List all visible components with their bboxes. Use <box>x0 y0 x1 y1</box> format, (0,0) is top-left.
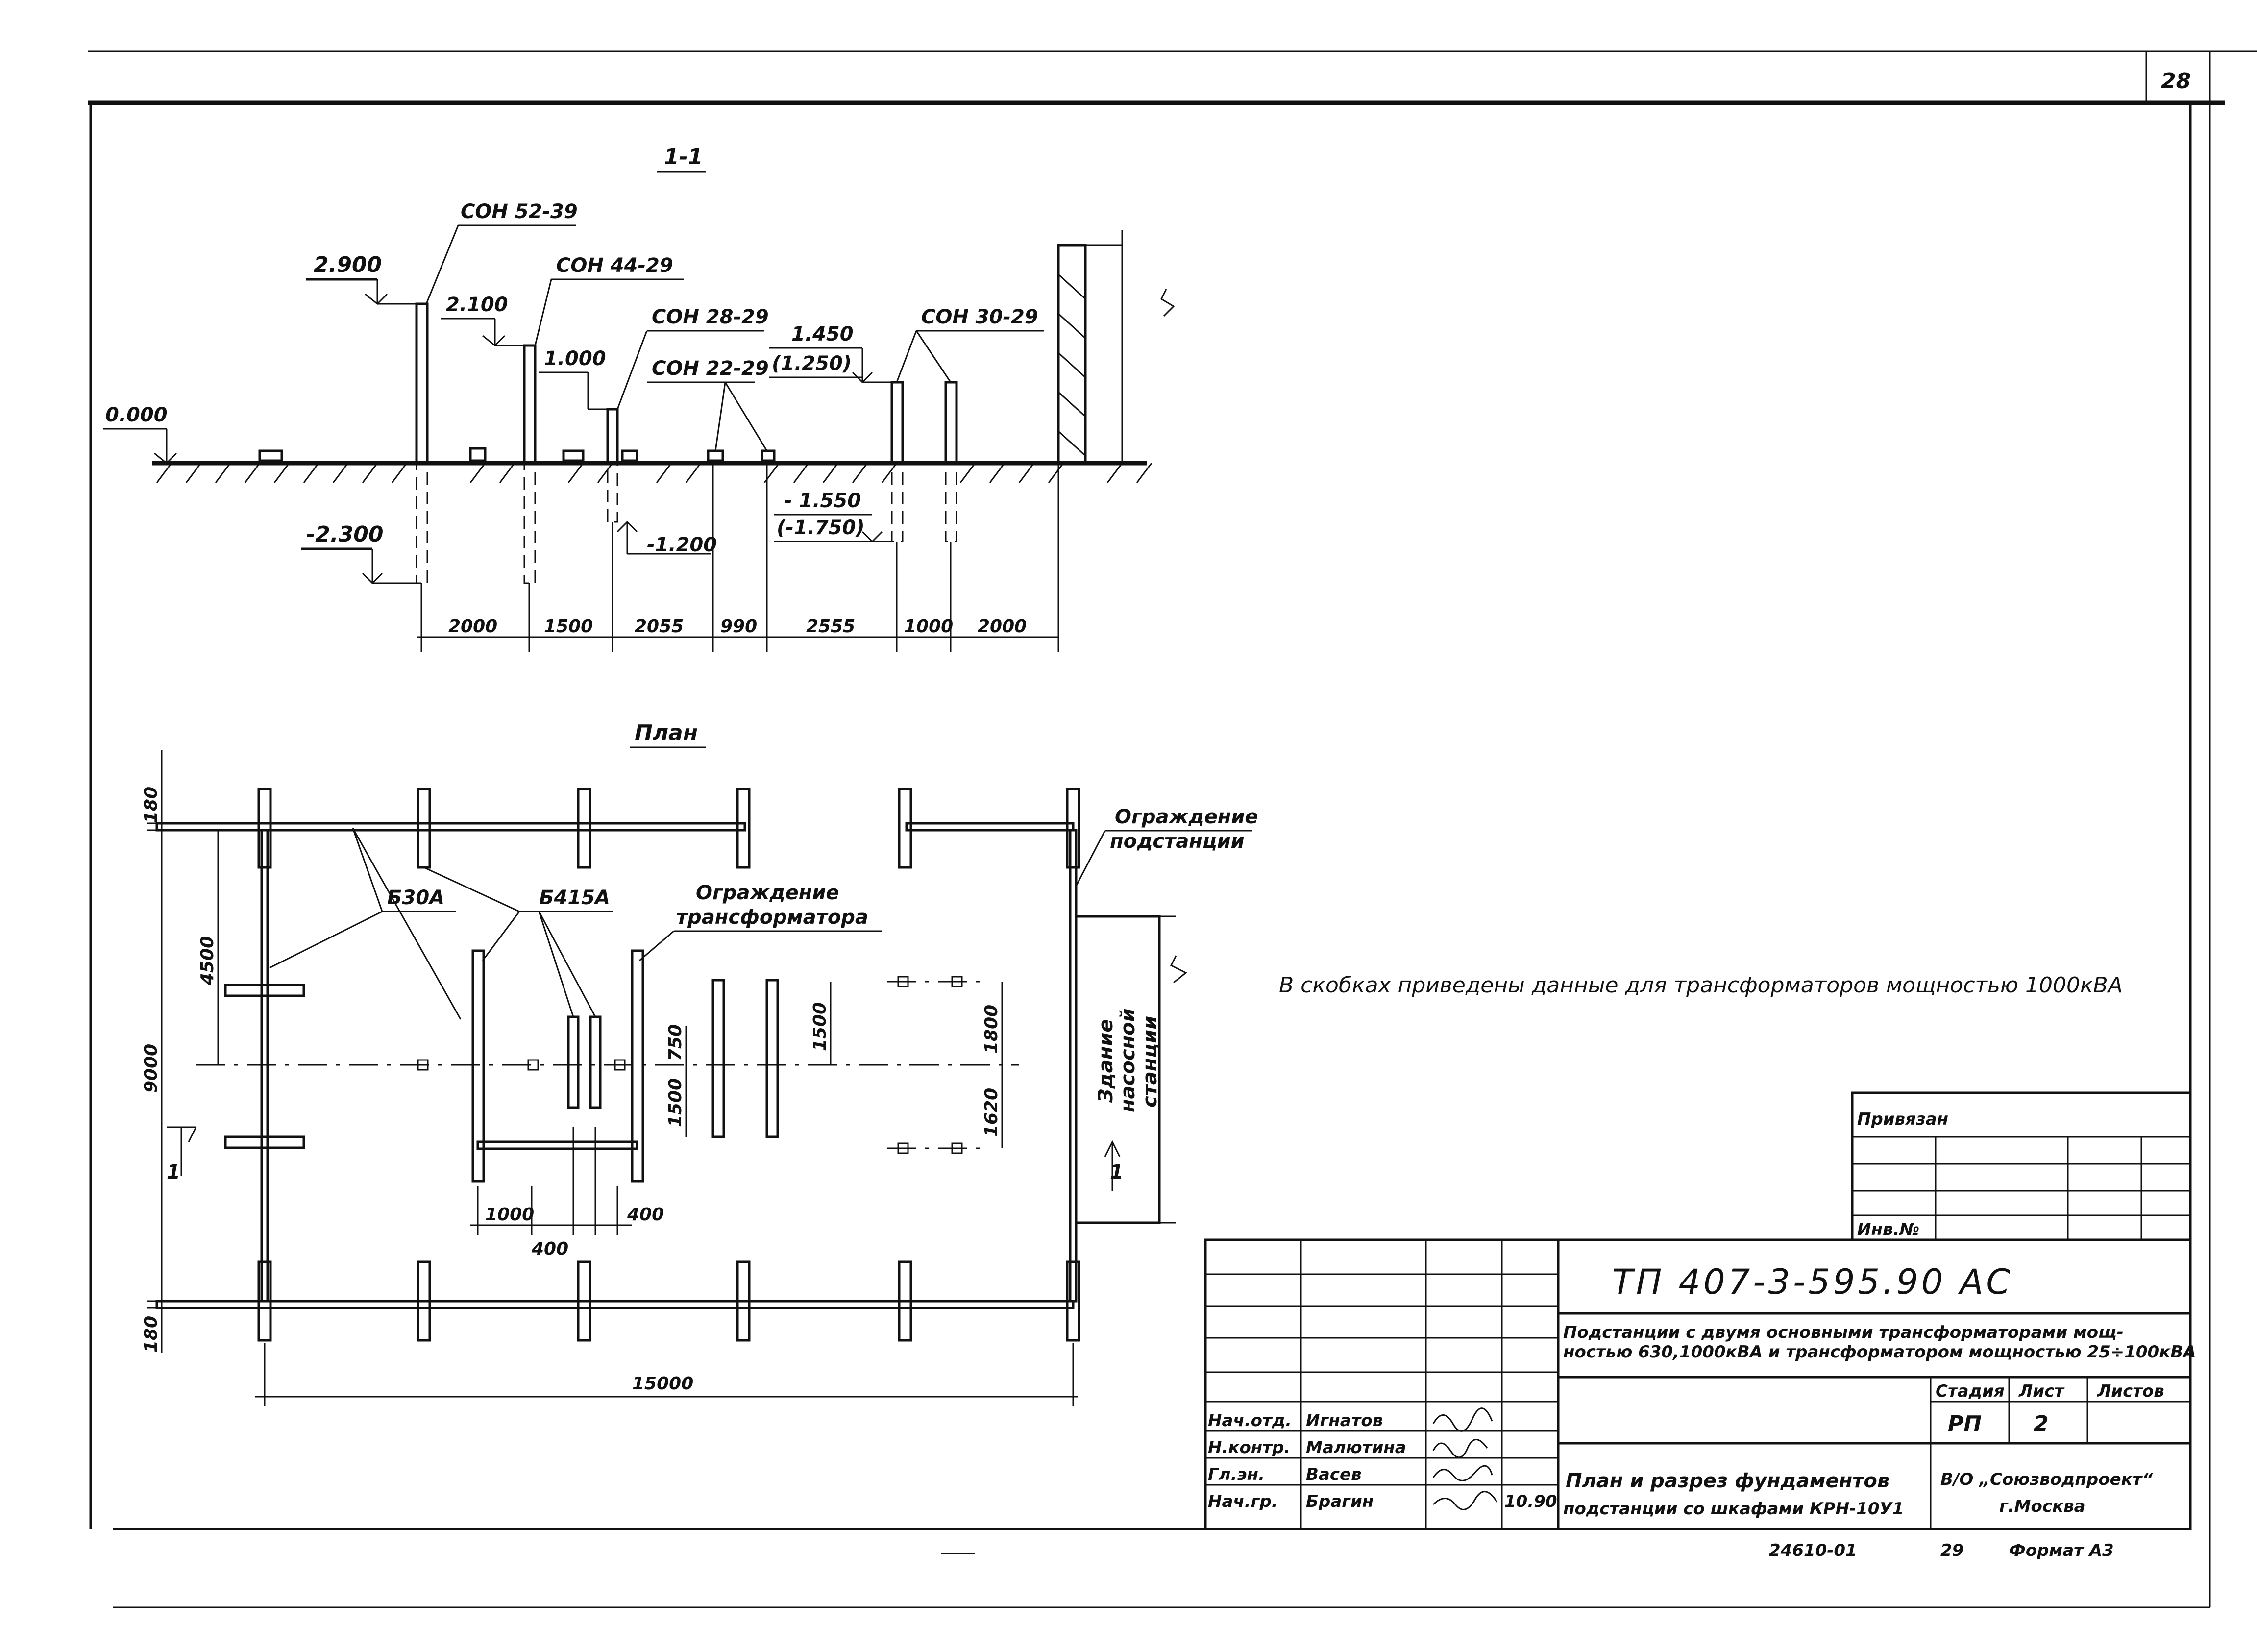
section-dimension-chain: 2000 1500 2055 990 2555 1000 2000 <box>417 463 1059 652</box>
mark-son22: СОН 22-29 <box>652 357 769 380</box>
description-line-1: Подстанции с двумя основными трансформат… <box>1563 1323 2124 1342</box>
binding-label: Привязан <box>1857 1110 1948 1129</box>
drawing-title-1: План и разрез фундаментов <box>1566 1470 1889 1492</box>
plan-dim-15000: 15000 <box>632 1374 693 1394</box>
role-1: Нач.отд. <box>1208 1411 1292 1430</box>
level-0000: 0.000 <box>105 404 168 426</box>
plan-perimeter-posts <box>224 788 1080 1342</box>
section-dim-4: 990 <box>720 616 757 637</box>
mark-son30: СОН 30-29 <box>921 306 1038 328</box>
label-fence-substation-2: подстанции <box>1110 830 1245 853</box>
plan-top-beam-right <box>905 822 1075 832</box>
name-3: Васев <box>1306 1465 1362 1484</box>
plan-leader-labels: Б30А Б415А Ограждение трансформатора Огр… <box>269 806 1258 1020</box>
organization-city: г.Москва <box>1999 1497 2085 1516</box>
sheets-label: Листов <box>2097 1381 2164 1401</box>
section-dim-5: 2555 <box>806 616 855 637</box>
mark-son52: СОН 52-39 <box>461 200 578 223</box>
section-building-wall <box>1057 230 1175 465</box>
plan-dim-bottom: 180 <box>141 1316 161 1353</box>
paper-format: Формат А3 <box>2009 1541 2114 1560</box>
section-dim-2: 1500 <box>544 616 593 637</box>
plan-dim-1000: 1000 <box>485 1205 534 1225</box>
document-code: ТП 407-3-595.90 АС <box>1612 1262 2013 1302</box>
level-1450: 1.450 <box>791 323 854 345</box>
label-fence-transformer-2: трансформатора <box>676 906 868 929</box>
signatures <box>1432 1407 1498 1510</box>
title-block: Привязан Инв.№ ТП 407-3-595.90 АС Подста… <box>1204 1091 2196 1530</box>
sheet-value: 2 <box>2034 1411 2049 1436</box>
document-number: 24610-01 <box>1769 1541 1857 1560</box>
sheet-frame <box>88 50 2257 1608</box>
plan-bottom-beam <box>155 1300 1075 1309</box>
stage-value: РП <box>1948 1411 1982 1436</box>
description-line-2: ностью 630,1000кВА и трансформатором мощ… <box>1563 1342 2196 1362</box>
label-fence-substation-1: Ограждение <box>1115 806 1258 828</box>
level-m1200: -1.200 <box>647 534 717 556</box>
plan-dim-750: 750 <box>665 1024 686 1061</box>
section-dim-1: 2000 <box>448 616 497 637</box>
building-label-2: насосной <box>1117 1008 1139 1112</box>
section-dim-7: 2000 <box>978 616 1027 637</box>
level-1250: (1.250) <box>772 352 852 375</box>
plan-title: План <box>635 720 698 745</box>
plan-dimensions: 180 9000 180 4500 1500 1800 1620 750 150… <box>141 750 1078 1406</box>
mark-son28: СОН 28-29 <box>652 306 769 328</box>
plan-dim-1620: 1620 <box>981 1088 1002 1137</box>
stage-label: Стадия <box>1936 1381 2005 1401</box>
sheet-label: Лист <box>2018 1381 2065 1401</box>
section-posts <box>258 302 958 584</box>
inventory-label: Инв.№ <box>1857 1220 1919 1239</box>
copy-number: 29 <box>1940 1541 1963 1560</box>
ground-hatching <box>156 463 1153 483</box>
level-2900: 2.900 <box>314 252 382 277</box>
level-1000: 1.000 <box>544 347 606 370</box>
mark-son44: СОН 44-29 <box>556 254 673 277</box>
name-4: Брагин <box>1306 1492 1374 1511</box>
building-label-1: Здание <box>1095 1019 1117 1103</box>
section-mark-labels: СОН 52-39 СОН 44-29 СОН 28-29 СОН 22-29 … <box>425 200 1044 451</box>
label-b415a: Б415А <box>539 887 610 909</box>
transformer-note: В скобках приведены данные для трансформ… <box>1279 973 2123 998</box>
level-m1550: - 1.550 <box>784 490 861 512</box>
label-fence-transformer-1: Ограждение <box>696 882 839 904</box>
section-mark-left: 1 <box>167 1161 180 1184</box>
section-dim-3: 2055 <box>635 616 684 637</box>
role-2: Н.контр. <box>1208 1438 1290 1457</box>
level-m2300: -2.300 <box>306 522 383 547</box>
plan-dim-top: 180 <box>141 787 161 823</box>
name-1: Игнатов <box>1306 1411 1383 1430</box>
level-m1750: (-1.750) <box>777 517 865 539</box>
plan-top-beam-left <box>155 822 746 832</box>
role-3: Гл.эн. <box>1208 1465 1265 1484</box>
plan-dim-height: 9000 <box>141 1044 161 1093</box>
section-mark-right: 1 <box>1110 1161 1124 1184</box>
plan-section-mark-left: 1 <box>167 1126 197 1184</box>
role-4: Нач.гр. <box>1208 1492 1278 1511</box>
organization-name: В/О „Союзводпроект“ <box>1940 1470 2153 1489</box>
plan-pump-building: Здание насосной станции 1 <box>1075 915 1187 1224</box>
plan-dim-1800: 1800 <box>981 1005 1002 1054</box>
plan-dim-400a: 400 <box>531 1239 568 1259</box>
plan-dim-1500a: 1500 <box>810 1002 830 1051</box>
section-dim-6: 1000 <box>904 616 953 637</box>
date-value: 10.90 <box>1504 1492 1557 1511</box>
section-level-marks: 2.900 2.100 1.000 1.450 (1.250) 0.000 <box>103 252 892 585</box>
name-2: Малютина <box>1306 1438 1406 1457</box>
section-title: 1-1 <box>664 145 703 170</box>
building-label-3: станции <box>1139 1016 1161 1108</box>
plan-view: План <box>141 720 1258 1406</box>
plan-dim-1500b: 1500 <box>665 1078 686 1127</box>
plan-dim-4500: 4500 <box>197 936 218 986</box>
section-view: 1-1 <box>103 145 1175 652</box>
page-number: 28 <box>2161 69 2191 94</box>
plan-dim-400b: 400 <box>627 1205 664 1225</box>
level-2100: 2.100 <box>446 294 508 316</box>
drawing-title-2: подстанции со шкафами КРН-10У1 <box>1563 1499 1904 1519</box>
